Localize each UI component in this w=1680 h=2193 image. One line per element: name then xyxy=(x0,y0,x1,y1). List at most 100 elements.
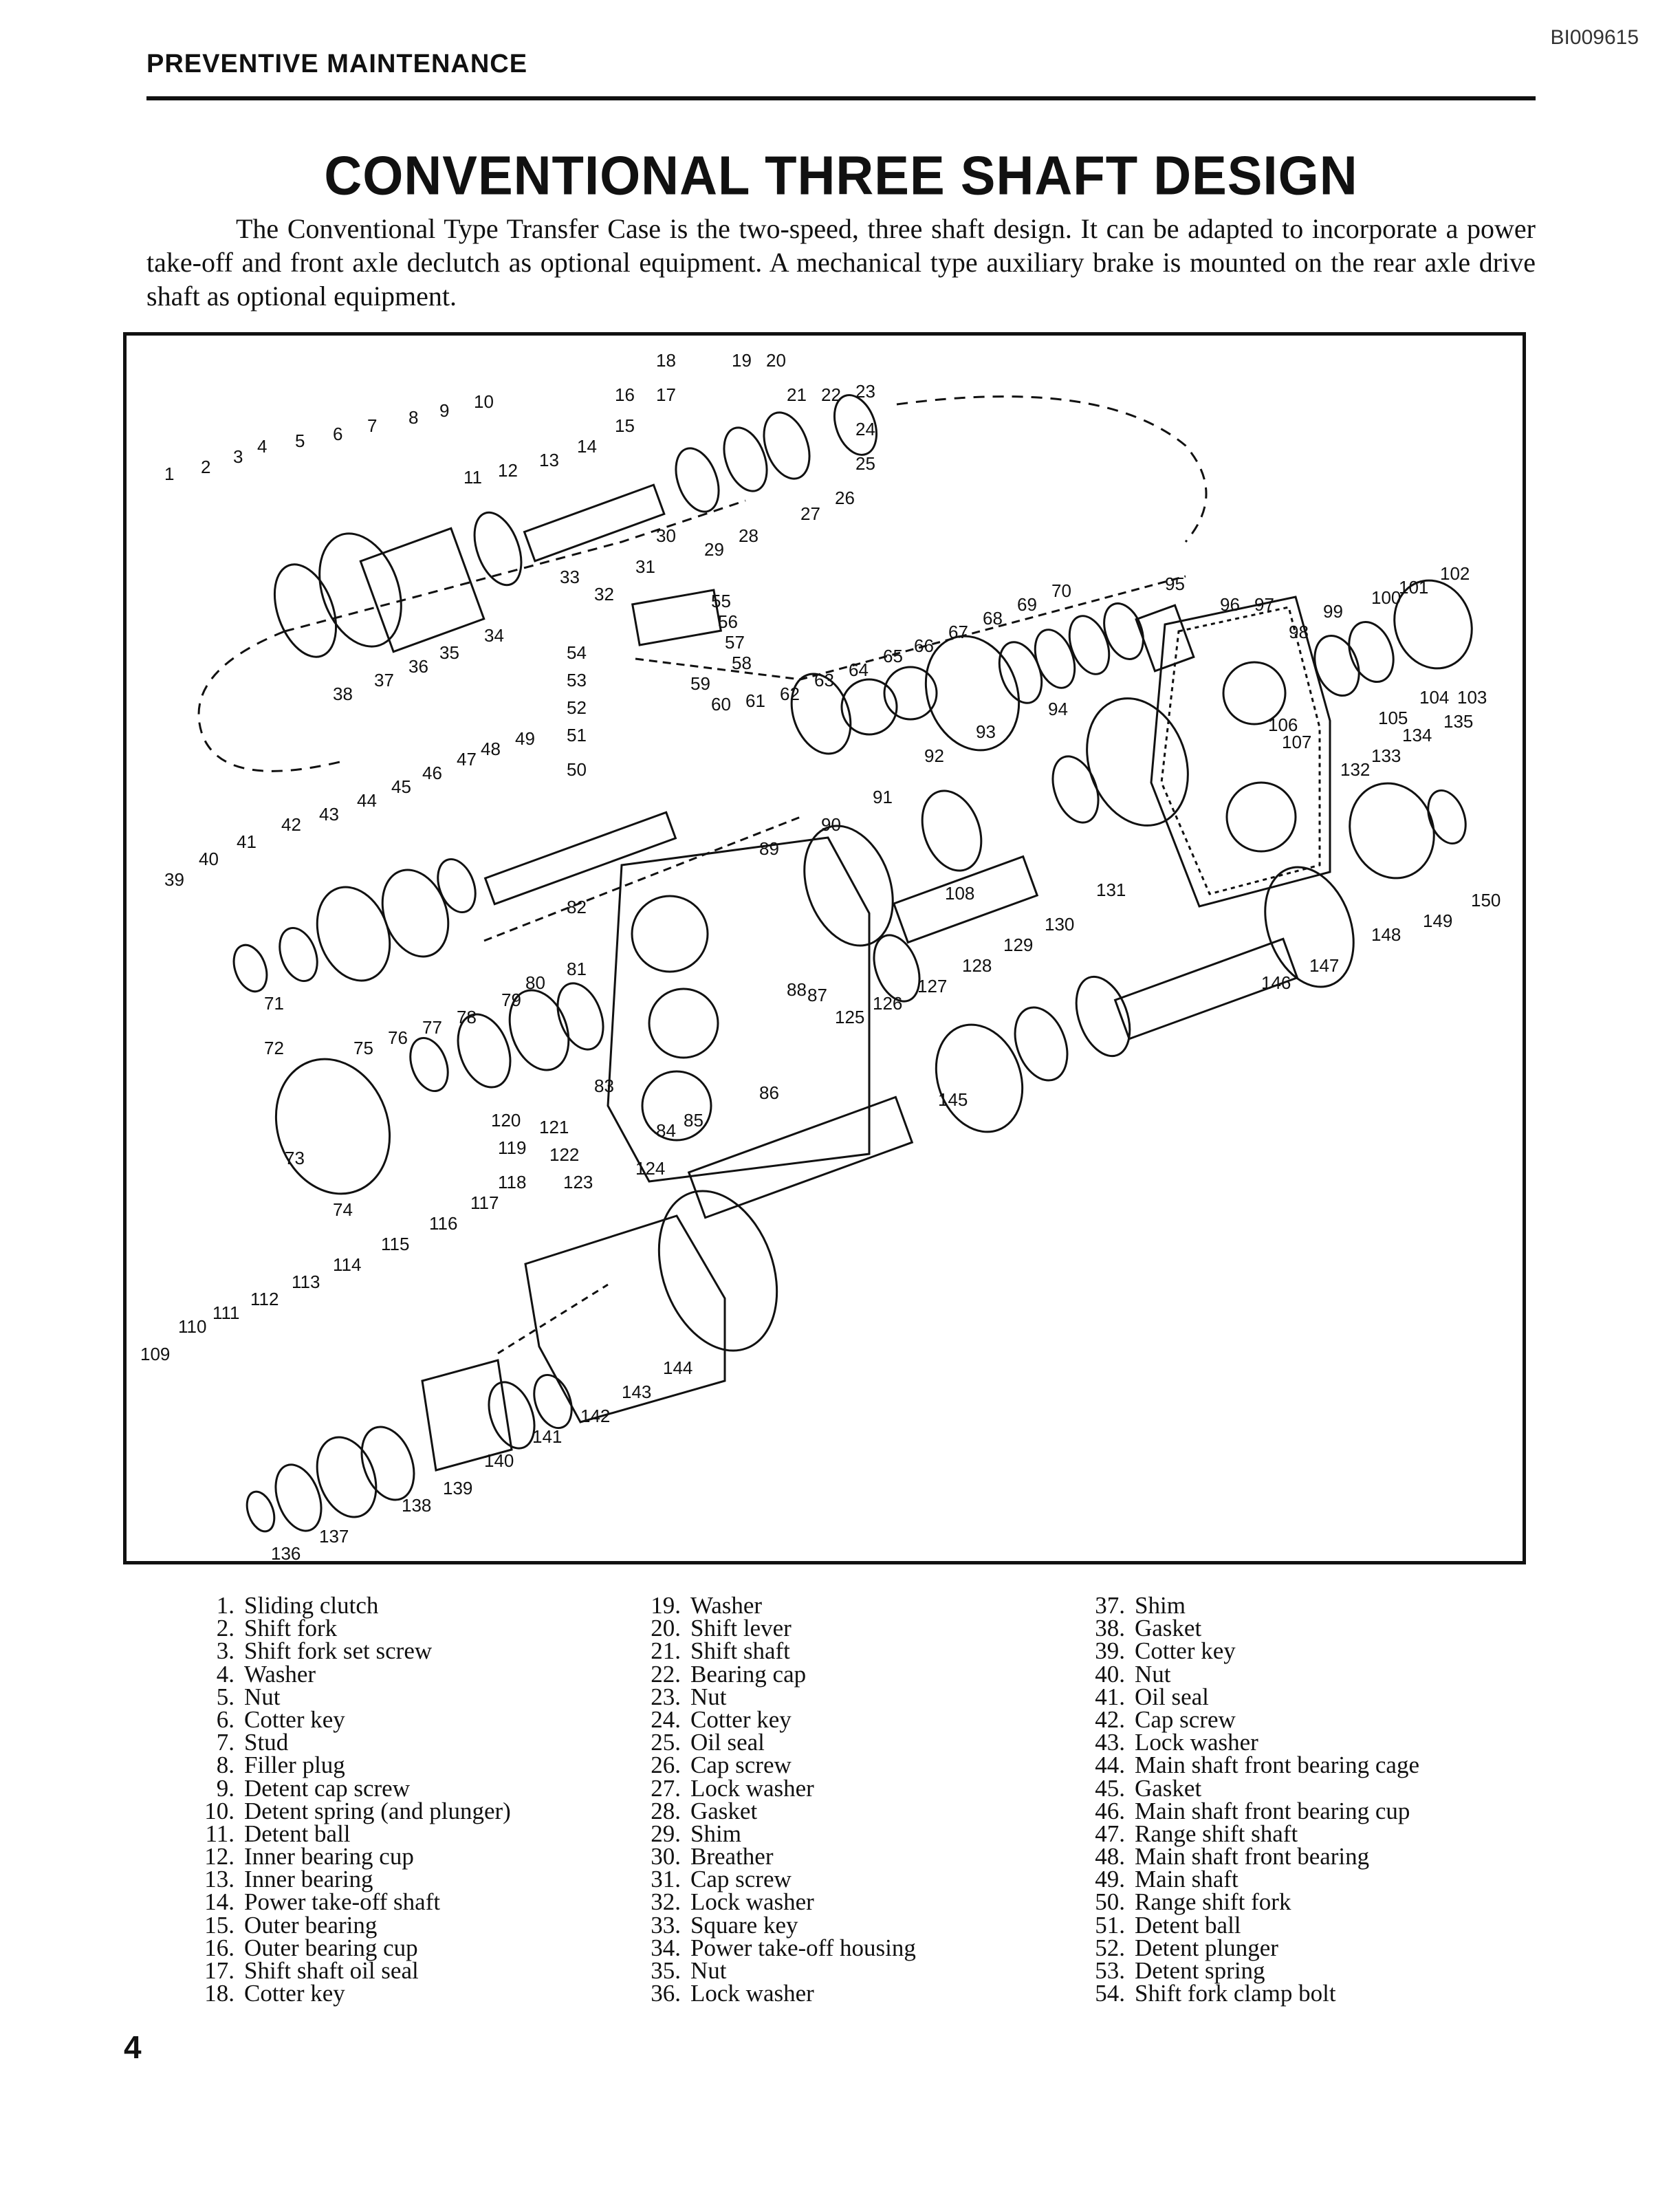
part-name: Power take-off shaft xyxy=(244,1888,441,1916)
diagram-callout: 86 xyxy=(759,1082,779,1103)
part-name: Inner bearing cup xyxy=(244,1843,414,1870)
parts-list-item: 36.Lock washer xyxy=(641,1980,916,2007)
diagram-callout: 145 xyxy=(938,1089,968,1110)
part-name: Lock washer xyxy=(1135,1729,1258,1756)
part-number: 23. xyxy=(651,1683,681,1710)
diagram-callout: 104 xyxy=(1419,687,1449,708)
diagram-callout: 81 xyxy=(567,959,587,979)
diagram-callout: 89 xyxy=(759,838,779,859)
diagram-callout: 66 xyxy=(914,635,934,656)
diagram-callout: 58 xyxy=(732,653,752,673)
part-name: Breather xyxy=(690,1843,774,1870)
diagram-callout: 106 xyxy=(1268,714,1298,735)
part-number: 8. xyxy=(216,1752,234,1779)
diagram-callout: 45 xyxy=(391,776,411,797)
diagram-callout: 149 xyxy=(1423,910,1452,931)
diagram-callout: 117 xyxy=(470,1192,499,1213)
part-number: 3. xyxy=(216,1637,234,1665)
parts-list-item: 3. Shift fork set screw xyxy=(195,1637,511,1665)
shift-rail-assembly xyxy=(631,575,1195,755)
diagram-callout: 4 xyxy=(257,436,267,457)
diagram-callout: 135 xyxy=(1443,711,1473,732)
parts-list-item: 28.Gasket xyxy=(641,1799,916,1823)
part-number: 33. xyxy=(651,1911,681,1939)
diagram-callout: 150 xyxy=(1471,890,1501,910)
diagram-callout: 92 xyxy=(924,745,944,766)
part-number: 18. xyxy=(204,1980,234,2007)
diagram-callout: 24 xyxy=(855,419,875,439)
diagram-callout: 41 xyxy=(237,831,257,852)
parts-list-item: 11.Detent ball xyxy=(195,1822,511,1846)
diagram-callout: 122 xyxy=(549,1144,579,1165)
diagram-callout: 141 xyxy=(532,1426,562,1447)
part-name: Shift fork set screw xyxy=(244,1637,433,1665)
parts-list-item: 45.Gasket xyxy=(1085,1774,1419,1802)
diagram-callout: 10 xyxy=(474,391,494,412)
part-number: 50. xyxy=(1095,1888,1125,1916)
part-name: Shift lever xyxy=(690,1615,792,1642)
diagram-callout: 59 xyxy=(690,673,710,694)
part-name: Shift shaft oil seal xyxy=(244,1957,419,1984)
parts-list-item: 34.Power take-off housing xyxy=(641,1934,916,1961)
diagram-canvas: 1234567891011121314151617181920212223242… xyxy=(140,350,1501,1561)
diagram-callout: 134 xyxy=(1402,725,1432,745)
part-number: 49. xyxy=(1095,1866,1125,1893)
diagram-callout: 3 xyxy=(233,446,243,467)
parts-list-item: 32.Lock washer xyxy=(641,1890,916,1914)
section-heading: PREVENTIVE MAINTENANCE xyxy=(146,50,528,78)
part-number: 36. xyxy=(651,1980,681,2007)
part-name: Main shaft front bearing xyxy=(1135,1843,1370,1870)
rear-cover-assembly xyxy=(1150,579,1473,908)
part-number: 10. xyxy=(204,1797,234,1824)
diagram-callout: 69 xyxy=(1017,594,1037,615)
idler-shaft-assembly xyxy=(873,866,1355,1133)
diagram-callout: 91 xyxy=(873,787,893,807)
part-number: 12. xyxy=(204,1843,234,1870)
diagram-callout: 71 xyxy=(264,993,284,1014)
part-number: 6. xyxy=(216,1705,234,1733)
parts-list-item: 1.Sliding clutch xyxy=(195,1592,511,1619)
diagram-callout: 39 xyxy=(164,869,184,890)
diagram-callout: 42 xyxy=(281,814,301,835)
part-number: 15. xyxy=(204,1911,234,1939)
part-name: Sliding clutch xyxy=(244,1592,379,1619)
parts-list-item: 51.Detent ball xyxy=(1085,1913,1419,1937)
part-name: Filler plug xyxy=(244,1752,345,1779)
diagram-callout: 46 xyxy=(422,763,442,783)
parts-list-item: 13.Inner bearing xyxy=(195,1867,511,1891)
part-name: Outer bearing xyxy=(244,1911,378,1939)
diagram-callout: 128 xyxy=(962,955,992,976)
part-number: 4. xyxy=(216,1660,234,1688)
part-number: 45. xyxy=(1095,1774,1125,1802)
diagram-callout: 110 xyxy=(178,1316,206,1337)
diagram-callout: 116 xyxy=(429,1213,457,1234)
part-number: 54. xyxy=(1095,1980,1125,2007)
parts-list-item: 24.Cotter key xyxy=(641,1708,916,1732)
diagram-callout: 82 xyxy=(567,897,587,917)
part-name: Detent plunger xyxy=(1135,1934,1278,1961)
part-number: 31. xyxy=(651,1866,681,1893)
diagram-callout: 140 xyxy=(484,1450,514,1471)
diagram-callout: 142 xyxy=(580,1406,610,1426)
diagram-callout: 114 xyxy=(333,1254,361,1275)
diagram-callout: 109 xyxy=(140,1344,170,1364)
parts-list-item: 7.Stud xyxy=(195,1730,511,1754)
part-name: Power take-off housing xyxy=(690,1934,916,1961)
part-number: 9. xyxy=(216,1774,234,1802)
diagram-callout: 105 xyxy=(1378,708,1408,728)
parts-list-item: 37.Shim xyxy=(1085,1593,1419,1617)
diagram-callout: 83 xyxy=(594,1076,614,1096)
diagram-callout: 73 xyxy=(285,1148,305,1168)
diagram-callout: 96 xyxy=(1220,594,1240,615)
diagram-callout: 148 xyxy=(1371,924,1401,945)
parts-list-item: 14.Power take-off shaft xyxy=(195,1888,511,1916)
diagram-callout: 126 xyxy=(873,993,902,1014)
part-name: Shift shaft xyxy=(690,1637,790,1665)
diagram-callout: 11 xyxy=(463,467,482,488)
transfer-case-housing xyxy=(607,697,1189,1183)
parts-list-item: 26.Cap screw xyxy=(641,1753,916,1777)
part-name: Main shaft xyxy=(1135,1866,1239,1893)
diagram-callout: 124 xyxy=(635,1158,665,1179)
part-name: Cotter key xyxy=(244,1980,345,2007)
parts-list-item: 12. Inner bearing cup xyxy=(195,1843,511,1870)
